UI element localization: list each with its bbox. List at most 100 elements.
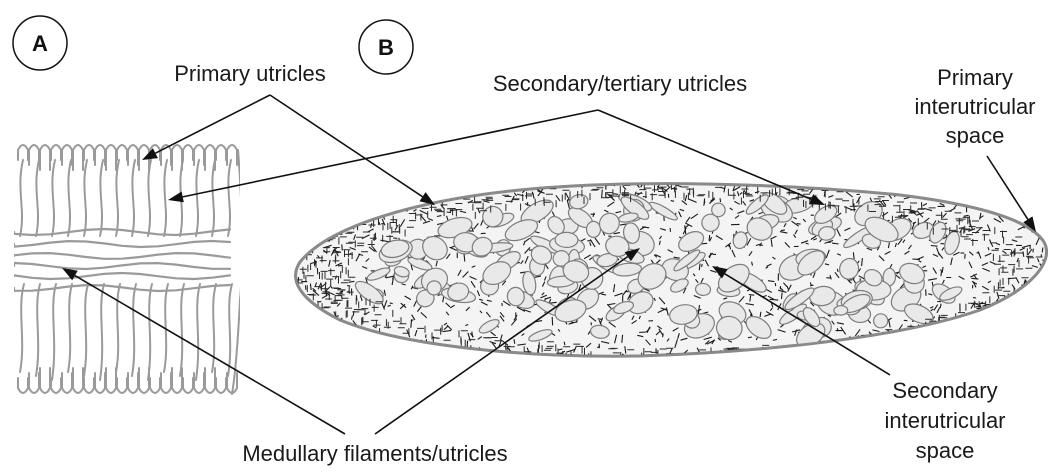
texture-stroke [357, 190, 361, 192]
texture-stroke [744, 178, 746, 183]
texture-stroke [323, 221, 326, 223]
texture-stroke [781, 230, 785, 231]
texture-stroke [879, 356, 883, 361]
texture-stroke [366, 350, 370, 356]
texture-stroke [895, 182, 897, 186]
arrow-shaft [155, 95, 270, 153]
texture-stroke [345, 358, 352, 363]
texture-stroke [439, 180, 442, 181]
texture-stroke [979, 347, 984, 353]
texture-stroke [704, 199, 705, 204]
texture-stroke [1004, 312, 1005, 316]
texture-stroke [1002, 187, 1006, 191]
arrow-shaft [987, 156, 1028, 219]
texture-stroke [347, 362, 350, 367]
texture-stroke [478, 190, 487, 193]
texture-stroke [835, 349, 837, 352]
texture-stroke [433, 357, 435, 364]
texture-stroke [1047, 301, 1050, 308]
texture-stroke [901, 359, 906, 360]
utricle-loop [29, 145, 39, 165]
texture-stroke [1042, 248, 1043, 253]
label-primary-interutricular-line-3: space [946, 123, 1005, 148]
texture-stroke [341, 183, 342, 187]
texture-stroke [333, 190, 340, 192]
utricle-loop [84, 145, 94, 160]
arrow-shaft [183, 110, 598, 197]
texture-stroke [907, 350, 910, 353]
texture-stroke [367, 333, 370, 337]
texture-stroke [965, 188, 969, 193]
cortical-branch [52, 160, 55, 236]
cortical-branch [20, 284, 24, 372]
texture-stroke [931, 246, 938, 247]
texture-stroke [461, 181, 466, 182]
texture-stroke [308, 198, 309, 204]
texture-stroke [492, 353, 499, 354]
texture-stroke [394, 200, 395, 203]
texture-stroke [973, 202, 979, 207]
texture-stroke [591, 322, 592, 325]
utricle-loop [18, 145, 28, 160]
texture-stroke [992, 320, 995, 322]
utricle-loop [128, 145, 138, 165]
texture-stroke [447, 212, 451, 213]
texture-stroke [861, 183, 867, 186]
texture-stroke [1001, 302, 1008, 306]
cortical-branch [36, 284, 40, 376]
texture-stroke [1006, 355, 1014, 356]
texture-stroke [446, 357, 449, 362]
texture-stroke [671, 201, 674, 202]
texture-stroke [846, 346, 850, 348]
texture-stroke [356, 352, 358, 359]
texture-stroke [316, 204, 323, 208]
texture-stroke [780, 353, 783, 361]
cortical-branch [148, 160, 151, 236]
texture-stroke [992, 326, 995, 333]
texture-stroke [1023, 185, 1030, 188]
texture-stroke [966, 335, 969, 342]
texture-stroke [363, 179, 367, 184]
texture-stroke [884, 352, 887, 360]
texture-stroke [352, 198, 357, 203]
label-primary-utricles: Primary utricles [174, 61, 326, 86]
texture-stroke [945, 345, 947, 351]
texture-stroke [356, 203, 364, 205]
texture-stroke [413, 347, 416, 349]
texture-stroke [824, 345, 827, 349]
texture-stroke [927, 338, 930, 342]
texture-stroke [952, 355, 954, 362]
texture-stroke [384, 348, 388, 354]
texture-stroke [467, 356, 474, 358]
texture-stroke [1028, 326, 1031, 332]
texture-stroke [1011, 315, 1017, 321]
texture-stroke [990, 360, 991, 367]
texture-stroke [326, 318, 328, 321]
texture-stroke [387, 184, 390, 192]
texture-stroke [909, 180, 915, 181]
texture-stroke [991, 361, 999, 362]
texture-stroke [956, 186, 960, 189]
texture-stroke [927, 356, 929, 359]
texture-stroke [1010, 344, 1016, 348]
texture-stroke [780, 349, 788, 350]
texture-stroke [329, 323, 332, 325]
texture-stroke [674, 187, 675, 193]
cortical-branch [132, 284, 136, 376]
texture-stroke [973, 349, 978, 357]
texture-stroke [648, 362, 651, 365]
texture-stroke [440, 180, 446, 184]
texture-stroke [306, 220, 307, 229]
utricle-loop [73, 368, 83, 393]
texture-stroke [975, 187, 977, 191]
texture-stroke [317, 213, 319, 216]
texture-stroke [1040, 358, 1044, 361]
cortical-branch [100, 284, 104, 380]
texture-stroke [371, 185, 374, 186]
texture-stroke [989, 352, 992, 357]
texture-stroke [917, 347, 924, 349]
texture-stroke [1013, 306, 1018, 308]
texture-stroke [912, 192, 916, 195]
cortical-branch [52, 284, 56, 380]
texture-stroke [1053, 314, 1057, 316]
